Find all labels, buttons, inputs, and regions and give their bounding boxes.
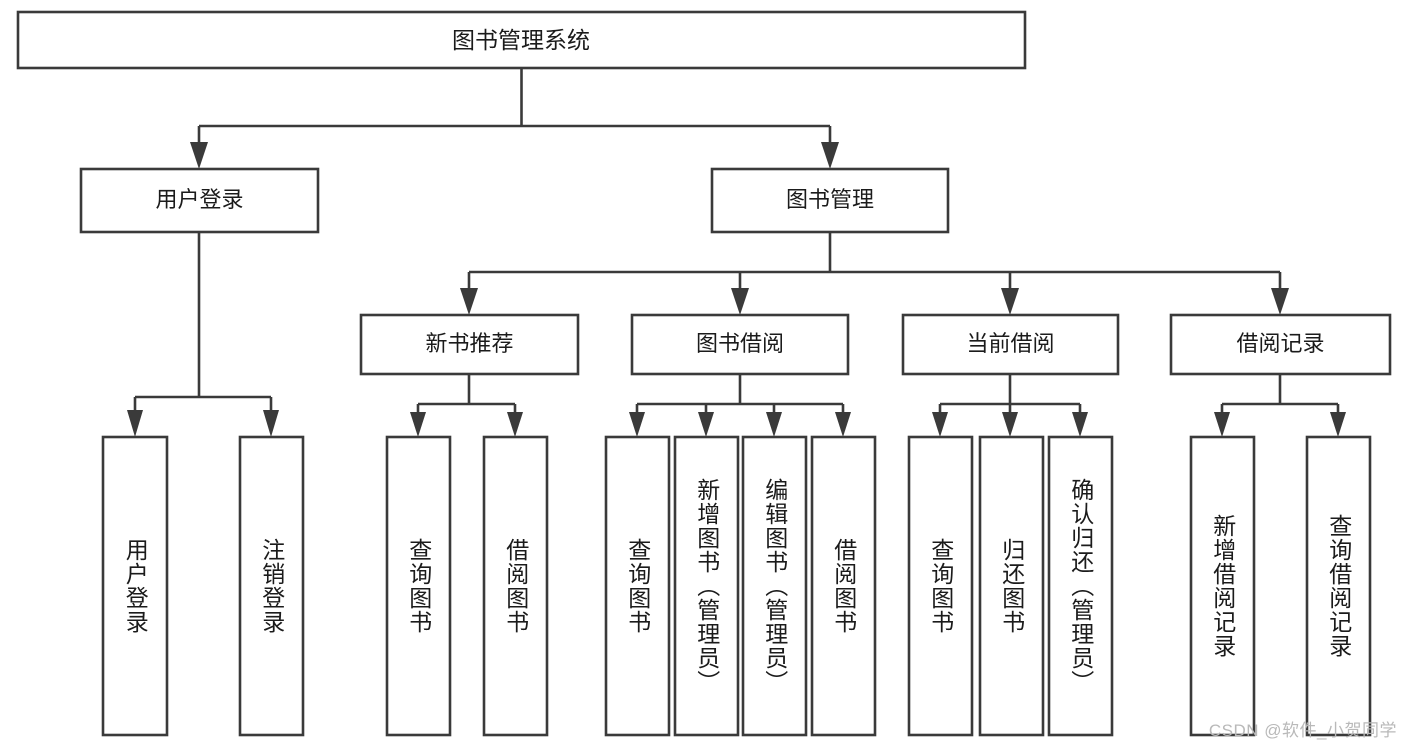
arrow-head-user-login [190,142,208,169]
leaf-node-current-borrow-confirm-return[interactable]: 确认归还（管理员） [1047,435,1114,737]
arrow-head-leaf-book-borrow-3 [766,412,782,437]
leaf-label-current-borrow-confirm-return: 确认归还（管理员） [1067,478,1094,694]
leaf-label-user-login-login: 用户登录 [122,538,149,634]
arrow-head-leaf-user-login-2 [263,410,279,437]
node-label-root: 图书管理系统 [452,27,590,53]
node-label-book-management: 图书管理 [786,187,874,212]
arrow-head-leaf-borrow-record-1 [1214,412,1230,437]
node-label-borrow-record: 借阅记录 [1236,331,1324,356]
leaf-label-borrow-record-add: 新增借阅记录 [1209,514,1236,658]
node-borrow-record[interactable]: 借阅记录 [1169,313,1392,376]
leaf-node-borrow-record-add[interactable]: 新增借阅记录 [1189,435,1256,737]
leaf-node-new-book-borrow[interactable]: 借阅图书 [482,435,549,737]
leaf-node-book-borrow-edit[interactable]: 编辑图书（管理员） [741,435,808,737]
leaf-node-book-borrow-add[interactable]: 新增图书（管理员） [673,435,740,737]
arrow-head-leaf-new-book-1 [410,412,426,437]
node-label-user-login: 用户登录 [155,187,243,212]
leaf-node-borrow-record-query[interactable]: 查询借阅记录 [1305,435,1372,737]
leaf-label-book-borrow-edit: 编辑图书（管理员） [761,478,788,694]
leaf-node-user-login-login[interactable]: 用户登录 [101,435,169,737]
node-current-borrow[interactable]: 当前借阅 [901,313,1120,376]
arrow-head-leaf-book-borrow-2 [698,412,714,437]
leaf-label-borrow-record-query: 查询借阅记录 [1325,514,1352,658]
node-label-current-borrow: 当前借阅 [966,331,1054,356]
leaf-label-current-borrow-query: 查询图书 [927,538,954,634]
node-book-borrow[interactable]: 图书借阅 [630,313,850,376]
leaf-label-new-book-query: 查询图书 [405,538,432,634]
arrow-head-leaf-book-borrow-1 [629,412,645,437]
node-root-book-management-system[interactable]: 图书管理系统 [16,10,1027,70]
arrow-head-borrow-record [1271,288,1289,315]
arrow-head-new-book [460,288,478,315]
leaf-label-book-borrow-add: 新增图书（管理员） [693,478,720,694]
leaf-node-book-borrow-borrow[interactable]: 借阅图书 [810,435,877,737]
node-user-login[interactable]: 用户登录 [79,167,320,234]
leaf-label-book-borrow-query: 查询图书 [624,538,651,634]
leaf-label-current-borrow-return: 归还图书 [998,538,1025,634]
arrow-head-leaf-book-borrow-4 [835,412,851,437]
arrow-head-leaf-current-borrow-3 [1072,412,1088,437]
arrow-head-leaf-new-book-2 [507,412,523,437]
arrow-head-book-mgmt [821,142,839,169]
node-new-book-recommend[interactable]: 新书推荐 [359,313,580,376]
leaf-label-new-book-borrow: 借阅图书 [502,538,529,634]
leaf-node-current-borrow-query[interactable]: 查询图书 [907,435,974,737]
arrow-head-leaf-current-borrow-2 [1002,412,1018,437]
connector-layer [127,68,1346,437]
node-label-book-borrow: 图书借阅 [696,331,784,356]
arrow-head-leaf-user-login-1 [127,410,143,437]
leaf-label-book-borrow-borrow: 借阅图书 [830,538,857,634]
arrow-head-leaf-borrow-record-2 [1330,412,1346,437]
node-book-management[interactable]: 图书管理 [710,167,950,234]
leaf-node-current-borrow-return[interactable]: 归还图书 [978,435,1045,737]
leaf-node-user-login-logout[interactable]: 注销登录 [238,435,305,737]
arrow-head-leaf-current-borrow-1 [932,412,948,437]
arrow-head-book-borrow [731,288,749,315]
leaf-label-user-login-logout: 注销登录 [258,538,285,634]
arrow-head-current-borrow [1001,288,1019,315]
leaf-node-new-book-query[interactable]: 查询图书 [385,435,452,737]
leaf-node-book-borrow-query[interactable]: 查询图书 [604,435,671,737]
node-label-new-book-recommend: 新书推荐 [425,331,513,356]
